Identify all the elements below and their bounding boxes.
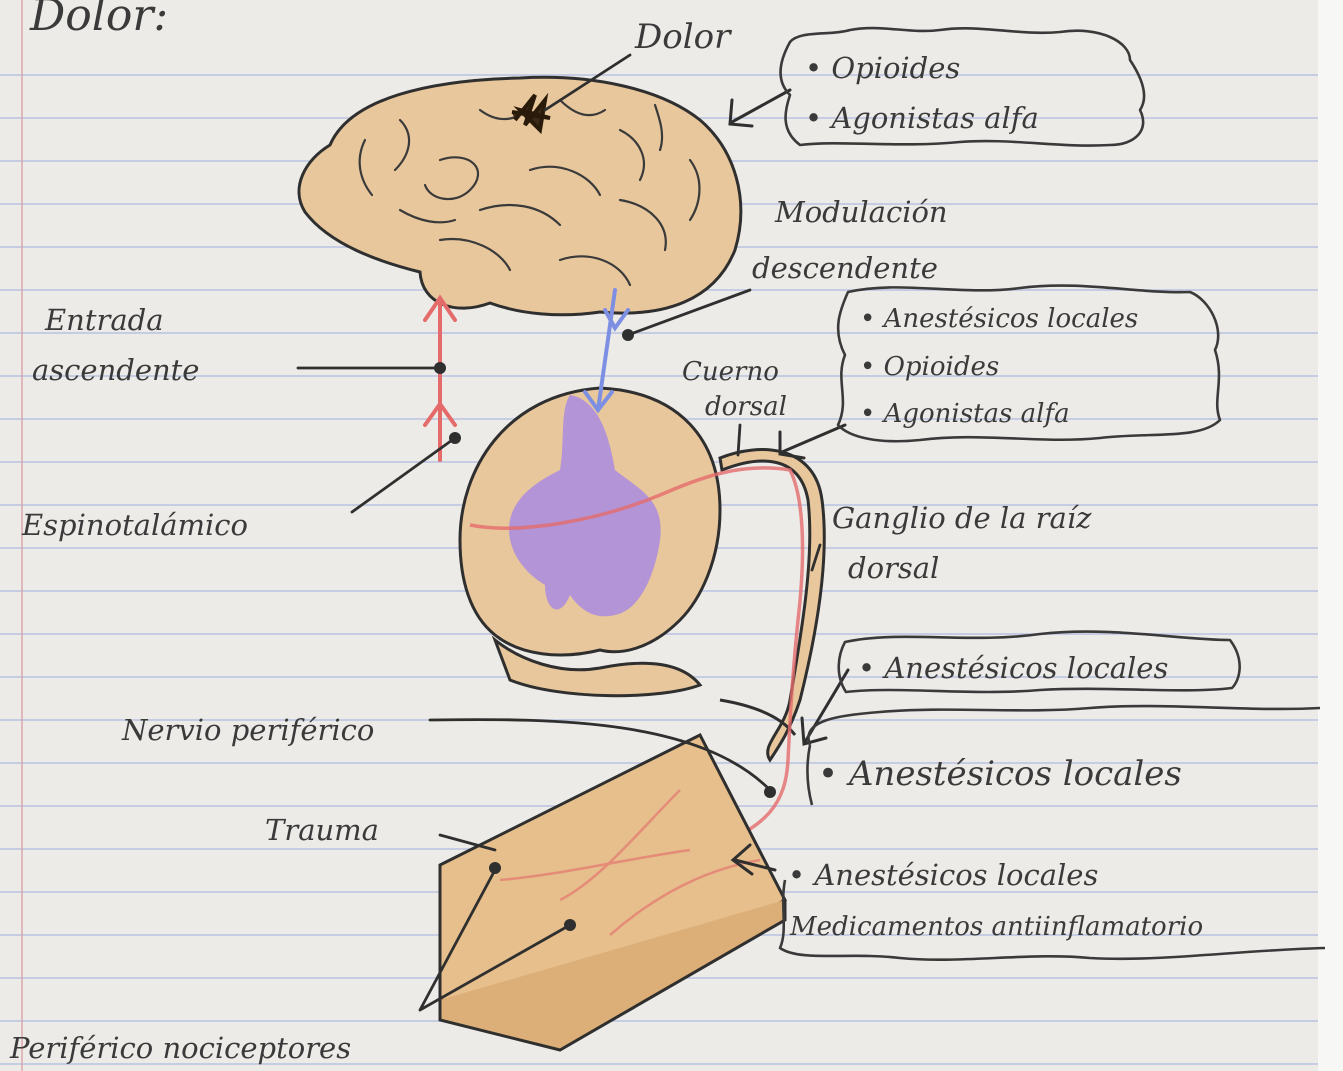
label-cuerno-2: dorsal bbox=[705, 392, 787, 422]
label-nervio-periferico: Nervio periférico bbox=[121, 713, 374, 747]
brain bbox=[299, 77, 741, 314]
page-edge-shadow bbox=[1318, 0, 1343, 1071]
tissue-box-line-2: Medicamentos antiinflamatorio bbox=[789, 912, 1203, 942]
dorsal-root-nerve bbox=[720, 450, 824, 760]
page-title: Dolor: bbox=[29, 0, 168, 41]
label-entrada-1: Entrada bbox=[44, 303, 164, 337]
dorsal-box-line-2: • Opioides bbox=[860, 352, 999, 382]
ganglion-box-line-1: • Anestésicos locales bbox=[858, 651, 1168, 685]
cloud-boxes bbox=[780, 28, 1325, 960]
dorsal-box-line-3: • Agonistas alfa bbox=[860, 399, 1070, 429]
tissue-block bbox=[440, 735, 785, 1050]
label-ganglio-2: dorsal bbox=[848, 551, 939, 585]
label-ganglio-1: Ganglio de la raíz bbox=[832, 501, 1092, 535]
label-cuerno-1: Cuerno bbox=[682, 357, 779, 387]
label-nociceptores: Periférico nociceptores bbox=[9, 1031, 351, 1065]
label-modulacion-2: descendente bbox=[752, 251, 938, 285]
label-espinotalamico: Espinotalámico bbox=[21, 508, 248, 542]
nerve-box-line-1: • Anestésicos locales bbox=[818, 754, 1182, 794]
brain-box-line-1: • Opioides bbox=[805, 51, 960, 85]
label-trauma: Trauma bbox=[265, 813, 379, 847]
brain-box-line-2: • Agonistas alfa bbox=[805, 101, 1039, 135]
label-entrada-2: ascendente bbox=[32, 353, 199, 387]
label-dolor: Dolor bbox=[634, 17, 732, 57]
label-modulacion-1: Modulación bbox=[774, 195, 948, 229]
dorsal-box-line-1: • Anestésicos locales bbox=[860, 304, 1138, 334]
tissue-box-line-1: • Anestésicos locales bbox=[788, 858, 1098, 892]
